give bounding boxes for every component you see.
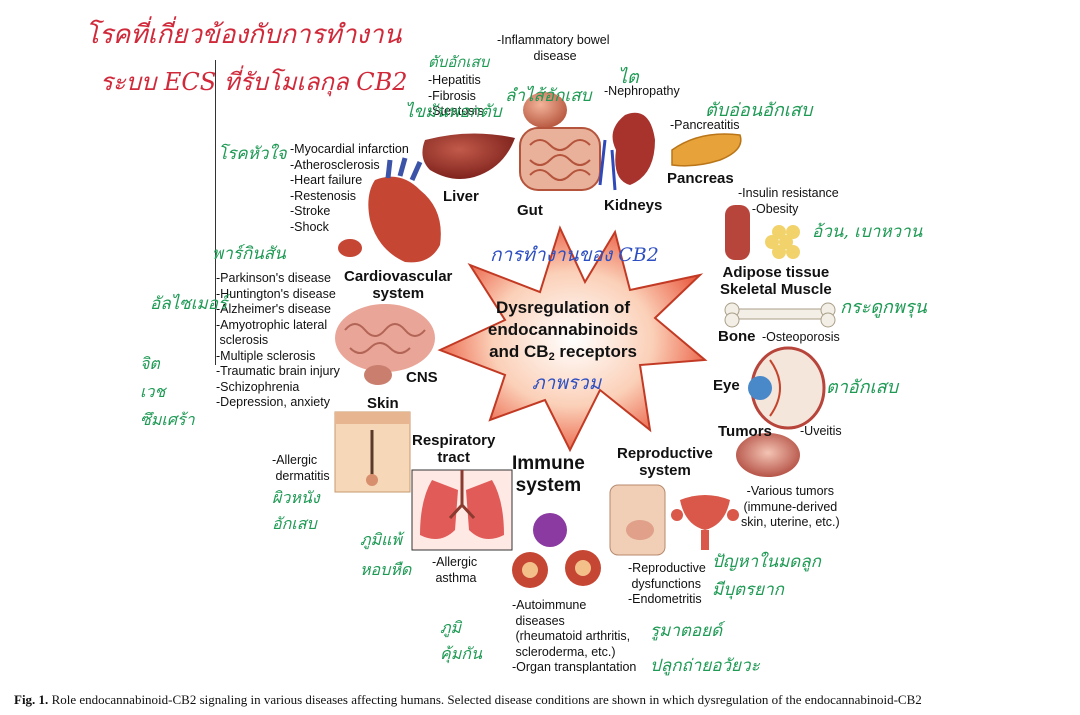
respiratory-title: Respiratory tract (412, 432, 495, 466)
handwritten-skin: ผิวหนัง อักเสบ (272, 485, 320, 537)
immune-title: Immune system (512, 453, 585, 497)
handwritten-liver-2: ไขมันพอกตับ (405, 98, 502, 125)
handwritten-kidney: ไต (618, 62, 639, 91)
bone-diseases: -Osteoporosis (762, 330, 840, 346)
reproductive-diseases: -Reproductive dysfunctions -Endometritis (628, 561, 706, 608)
figure-caption: Fig. 1. Role endocannabinoid-CB2 signali… (14, 692, 1074, 708)
eye-title: Eye (713, 377, 740, 394)
kidney-image (600, 113, 655, 190)
gut-title: Gut (517, 202, 543, 219)
respiratory-diseases: -Allergic asthma (432, 555, 477, 586)
handwritten-center-note-2: ภาพรวม (532, 368, 601, 398)
handwritten-pancreas: ตับอ่อนอักเสบ (705, 95, 812, 124)
handwritten-immune: ภูมิ คุ้มกัน (440, 615, 482, 667)
center-title-receptors: receptors (555, 342, 637, 361)
handwritten-asthma: ภูมิแพ้ หอบหืด (360, 525, 411, 585)
figure-caption-text: Role endocannabinoid-CB2 signaling in va… (52, 692, 922, 707)
handwritten-reproductive: ปัญหาในมดลูก มีบุตรยาก (712, 548, 821, 604)
kidneys-title: Kidneys (604, 197, 662, 214)
bone-image (725, 303, 835, 327)
reproductive-title: Reproductive system (617, 445, 713, 479)
handwritten-alzheimer: อัลไซเมอร์ (150, 290, 227, 317)
skin-title: Skin (367, 395, 399, 412)
center-title-line-3: and CB2 receptors (478, 341, 648, 368)
cns-title: CNS (406, 369, 438, 386)
immune-cells-image (512, 513, 601, 588)
handwritten-note-top-1: โรคที่เกี่ยวข้องกับการทำงาน (85, 14, 401, 55)
handwritten-liver: ตับอักเสบ (428, 50, 489, 74)
figure-caption-label: Fig. 1. (14, 692, 48, 707)
skin-diseases: -Allergic dermatitis (272, 453, 330, 484)
handwritten-note-top-2: ระบบ ECS ที่รับโมเลกุล CB2 (100, 62, 408, 101)
skin-image (335, 412, 410, 492)
adipose-title: Adipose tissue Skeletal Muscle (720, 264, 832, 298)
handwritten-transplant: ปลูกถ่ายอวัยวะ (650, 652, 760, 679)
handwritten-eye: ตาอักเสบ (826, 372, 898, 401)
handwritten-ra: รูมาตอยด์ (650, 617, 722, 644)
kidneys-diseases: -Nephropathy (604, 84, 680, 100)
center-title-and-cb: and CB (489, 342, 549, 361)
immune-diseases: -Autoimmune diseases (rheumatoid arthrit… (512, 598, 636, 676)
bone-title: Bone (718, 328, 756, 345)
eye-image (748, 348, 824, 428)
gut-diseases: -Inflammatory bowel disease (497, 33, 610, 64)
cardiovascular-diseases: -Myocardial infarction -Atherosclerosis … (290, 142, 409, 235)
handwritten-bone: กระดูกพรุน (840, 292, 927, 321)
pancreas-image (672, 134, 741, 166)
eye-diseases: -Uveitis (800, 424, 842, 440)
reproductive-image (610, 485, 739, 555)
handwritten-obesity: อ้วน, เบาหวาน (812, 218, 922, 245)
center-title-line-2: endocannabinoids (478, 319, 648, 341)
pancreas-title: Pancreas (667, 170, 734, 187)
cardiovascular-title: Cardiovascular system (344, 268, 452, 302)
cns-diseases: -Parkinson's disease -Huntington's disea… (216, 271, 340, 411)
lungs-image (412, 470, 512, 550)
tumors-title: Tumors (718, 423, 772, 440)
liver-title: Liver (443, 188, 479, 205)
liver-image (422, 133, 515, 179)
tumors-diseases: -Various tumors (immune-derived skin, ut… (741, 484, 840, 531)
center-title: Dysregulation of endocannabinoids and CB… (478, 297, 648, 368)
handwritten-parkinson: พาร์กินสัน (212, 240, 286, 267)
center-title-line-1: Dysregulation of (478, 297, 648, 319)
handwritten-mind: จิต เวช ซึมเศร้า (140, 350, 195, 434)
handwritten-gut: ลำไส้อักเสบ (505, 82, 591, 109)
handwritten-center-note: การทำงานของ CB2 (490, 240, 659, 270)
adipose-diseases: -Insulin resistance -Obesity (738, 186, 839, 217)
handwritten-heart: โรคหัวใจ (218, 140, 287, 167)
